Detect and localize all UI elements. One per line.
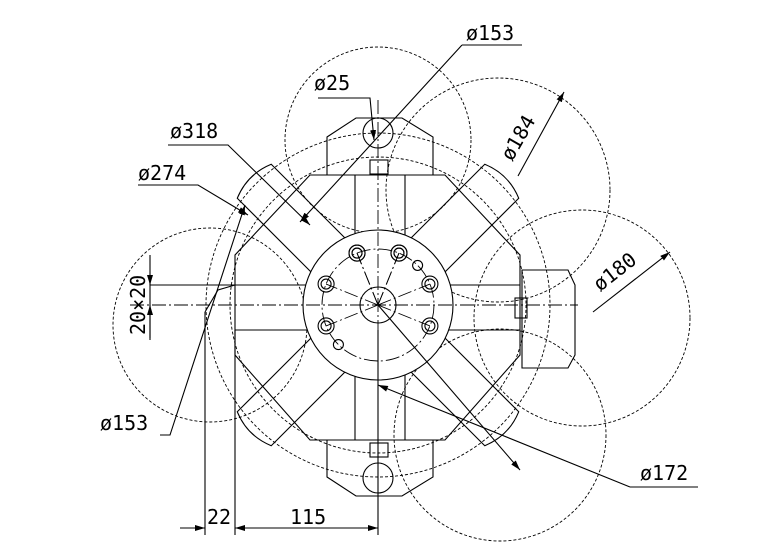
bolt-hole — [421, 275, 439, 293]
bolt-hole — [424, 320, 436, 332]
bolt-centerline — [377, 304, 431, 327]
bolt-hole — [351, 247, 363, 259]
bolt-hole — [317, 317, 335, 335]
bolt-hole — [390, 244, 408, 262]
label-dia-184: ø184 — [496, 111, 541, 165]
bolt-hole — [320, 278, 332, 290]
dowel-hole — [412, 259, 424, 271]
bolt-centerline — [325, 283, 379, 306]
bolt-centerline — [325, 304, 379, 327]
bolt-hole — [393, 247, 405, 259]
label-dia-153-left: ø153 — [100, 411, 148, 435]
circle-172 — [393, 328, 607, 542]
bolt-hole — [317, 275, 335, 293]
hub — [130, 100, 578, 530]
bolt-hole — [320, 320, 332, 332]
label-slot-20x20: 20×20 — [126, 275, 150, 335]
label-dia-180: ø180 — [588, 247, 641, 296]
label-dia-25: ø25 — [314, 71, 350, 95]
label-dia-318: ø318 — [170, 119, 218, 143]
label-dia-274: ø274 — [138, 161, 186, 185]
top-lug — [326, 117, 434, 176]
dowel-hole — [332, 339, 344, 351]
bolt-hole — [421, 317, 439, 335]
right-lug — [521, 269, 576, 369]
label-dia-153-top: ø153 — [466, 21, 514, 45]
key-top — [369, 159, 389, 175]
main-octagon — [234, 174, 521, 441]
bolt-centerline — [377, 283, 431, 306]
bolt-hole — [348, 244, 366, 262]
bolt-centerline — [377, 252, 400, 306]
bolt-centerline — [356, 252, 379, 306]
label-dim-115: 115 — [290, 505, 326, 529]
circle-184 — [385, 77, 611, 303]
label-dim-22: 22 — [207, 505, 231, 529]
circle-180 — [473, 209, 691, 427]
key-bottom — [369, 442, 389, 458]
bolt-hole — [424, 278, 436, 290]
arms — [236, 163, 520, 447]
label-dia-172: ø172 — [640, 461, 688, 485]
leaders — [138, 44, 698, 535]
key-right — [514, 297, 528, 319]
